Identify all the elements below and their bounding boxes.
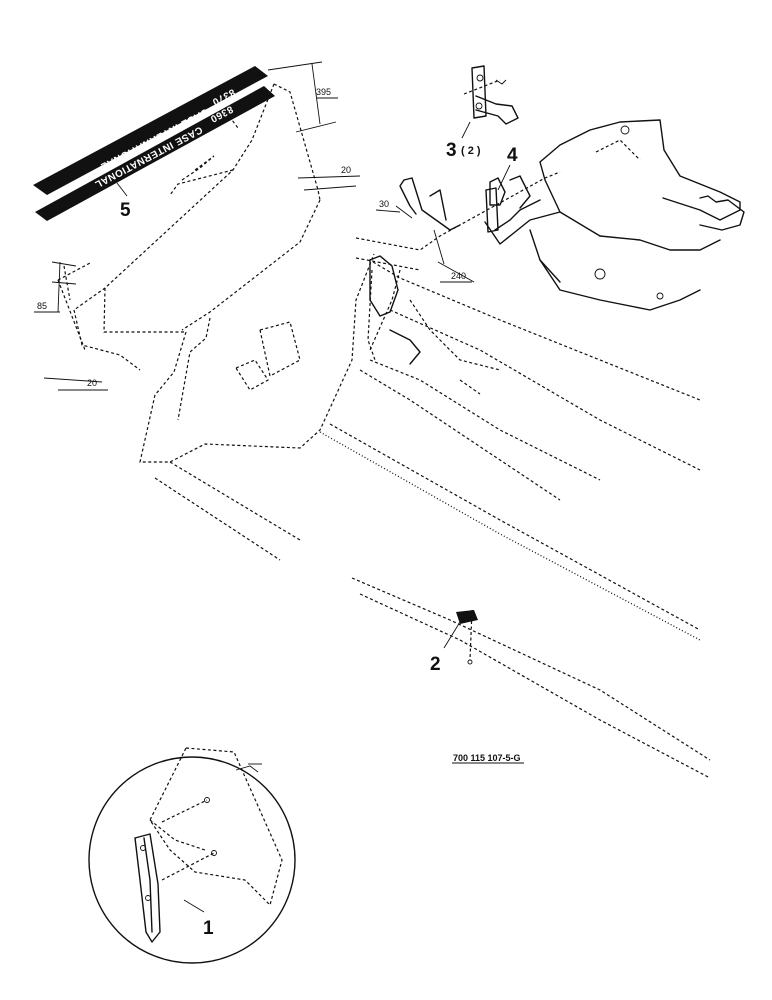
dimension-20-top: 20 <box>297 165 361 191</box>
dimension-20-bottom: 20 <box>43 377 108 391</box>
dimension-85: 85 <box>34 261 77 313</box>
callout-3-qty: ( 2 ) <box>461 145 481 157</box>
callout-3: 3 <box>446 140 457 161</box>
reference-number: 700 115 107-5-G <box>453 753 521 763</box>
bracket-4 <box>485 187 499 233</box>
leader-3 <box>461 121 471 139</box>
callout-5: 5 <box>120 200 131 221</box>
clip-2 <box>456 609 478 665</box>
dimension-395: 395 <box>267 61 338 133</box>
header-frame <box>139 119 745 779</box>
leader-5 <box>116 182 128 197</box>
dimension-85-label: 85 <box>37 301 47 311</box>
decal-8370: CASE INTERNATIONAL 8370 <box>33 66 268 195</box>
dimension-240-label: 240 <box>451 271 466 281</box>
dimension-20-bottom-label: 20 <box>87 378 97 388</box>
leader-2 <box>443 621 461 649</box>
latch-pin-assembly <box>463 65 519 125</box>
dimension-395-label: 395 <box>316 87 331 97</box>
decal-8360: CASE INTERNATIONAL 8360 <box>35 86 275 221</box>
leader-1 <box>183 899 205 913</box>
callout-1: 1 <box>203 918 214 939</box>
dimension-30: 30 <box>375 199 413 219</box>
callout-4: 4 <box>507 145 518 166</box>
callout-2: 2 <box>430 654 441 675</box>
detail-view <box>88 747 296 964</box>
dimension-30-label: 30 <box>379 199 389 209</box>
leader-4 <box>497 164 511 191</box>
dimension-240: 240 <box>433 229 475 283</box>
dimension-20-top-label: 20 <box>341 165 351 175</box>
